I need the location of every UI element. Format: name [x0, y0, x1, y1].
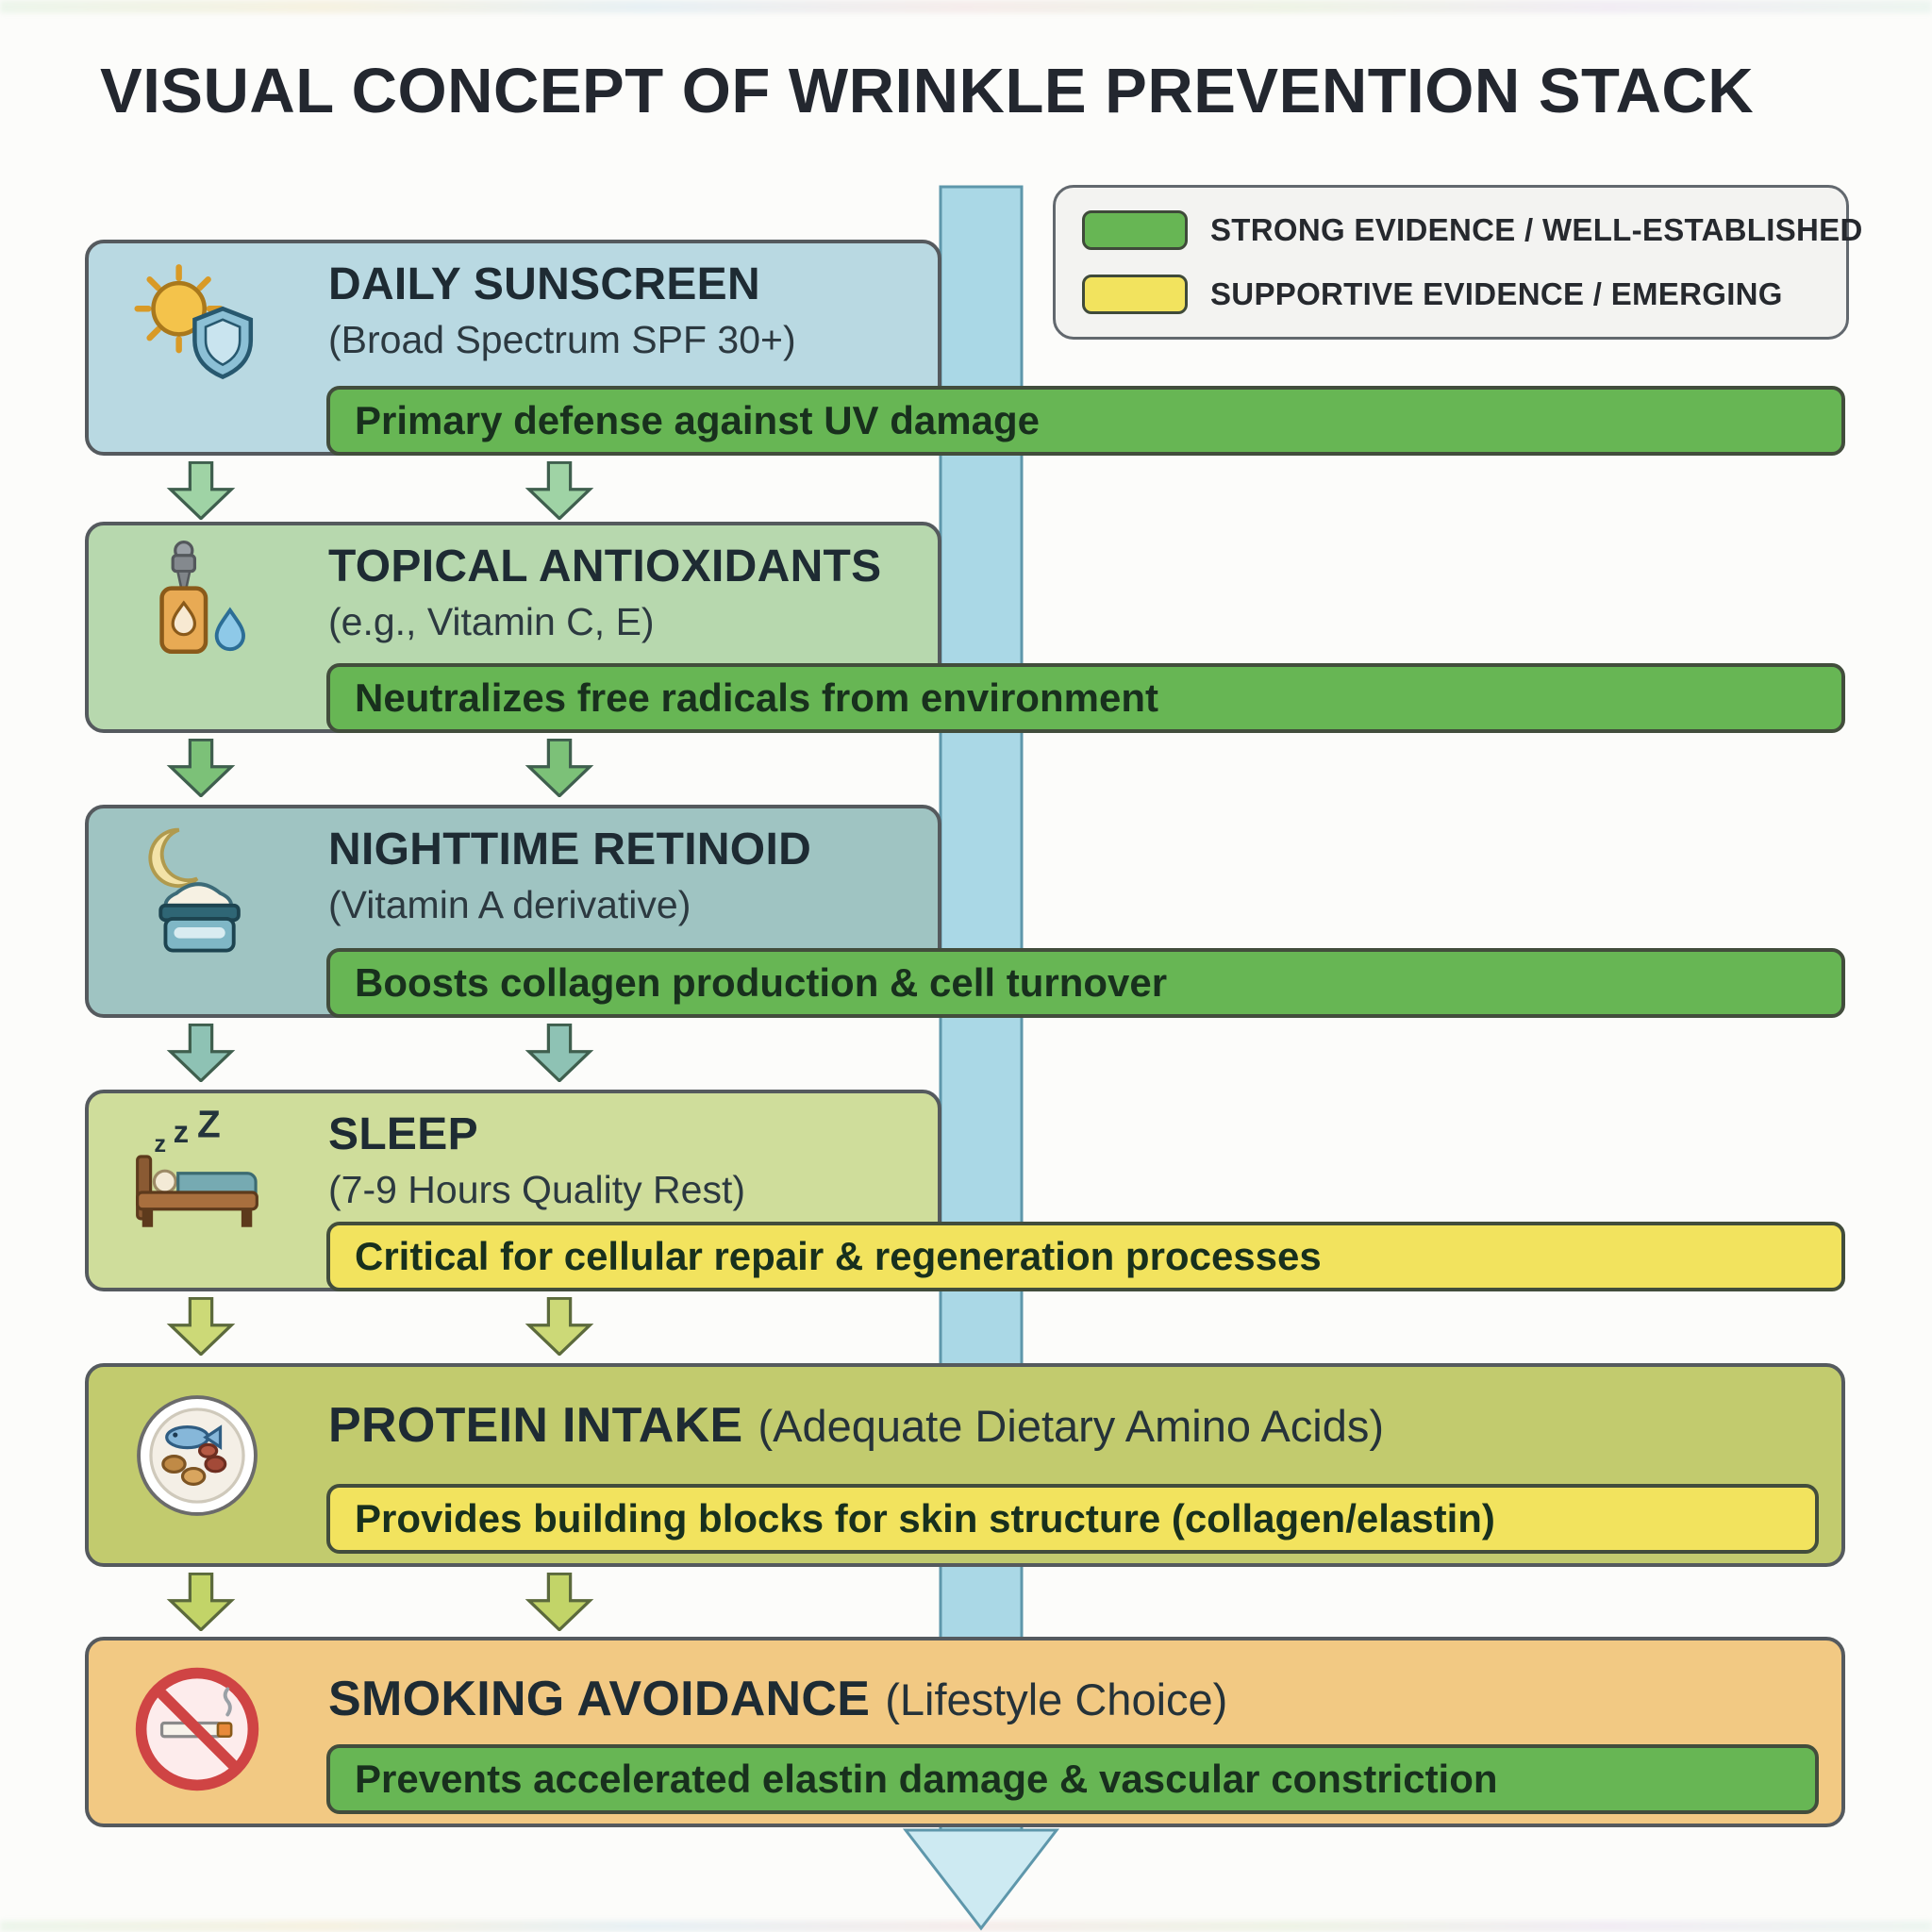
step-subtitle: (e.g., Vitamin C, E): [328, 600, 655, 643]
step-protein-intake: PROTEIN INTAKE (Adequate Dietary Amino Ac…: [85, 1363, 1845, 1567]
banner-text: Prevents accelerated elastin damage & va…: [355, 1757, 1498, 1801]
down-arrow-icon: [525, 739, 594, 797]
legend-row-supportive: SUPPORTIVE EVIDENCE / EMERGING: [1082, 275, 1820, 314]
legend-label: STRONG EVIDENCE / WELL-ESTABLISHED: [1210, 212, 1863, 247]
down-arrow-icon: [166, 739, 236, 797]
step-title: SLEEP: [328, 1109, 478, 1159]
flow-gap-2: [85, 737, 1845, 801]
sleep-bed-icon: z z Z: [108, 1103, 287, 1246]
step-title: PROTEIN INTAKE: [328, 1398, 743, 1453]
down-arrow-icon: [166, 461, 236, 520]
strong-evidence-swatch: [1082, 210, 1188, 250]
banner-text: Neutralizes free radicals from environme…: [355, 675, 1158, 720]
step-subtitle: (Adequate Dietary Amino Acids): [758, 1401, 1385, 1451]
protein-plate-icon: [108, 1384, 287, 1527]
sun-shield-icon: [108, 253, 287, 396]
step-topical-antioxidants: TOPICAL ANTIOXIDANTS (e.g., Vitamin C, E…: [85, 522, 1845, 733]
down-arrow-icon: [166, 1024, 236, 1082]
svg-text:Z: Z: [197, 1108, 221, 1146]
banner-text: Boosts collagen production & cell turnov…: [355, 960, 1168, 1005]
down-arrow-icon: [525, 461, 594, 520]
down-arrow-icon: [166, 1297, 236, 1356]
page-title: VISUAL CONCEPT OF WRINKLE PREVENTION STA…: [100, 56, 1755, 126]
flow-gap-5: [85, 1571, 1845, 1633]
step-subtitle: (Vitamin A derivative): [328, 883, 691, 926]
supportive-evidence-swatch: [1082, 275, 1188, 314]
legend-row-strong: STRONG EVIDENCE / WELL-ESTABLISHED: [1082, 210, 1862, 250]
down-arrow-icon: [166, 1573, 236, 1631]
flow-gap-4: [85, 1295, 1845, 1359]
banner-text: Provides building blocks for skin struct…: [355, 1496, 1495, 1541]
evidence-banner-strong: Prevents accelerated elastin damage & va…: [326, 1744, 1819, 1814]
legend-label: SUPPORTIVE EVIDENCE / EMERGING: [1210, 276, 1783, 311]
step-title: TOPICAL ANTIOXIDANTS: [328, 541, 882, 591]
evidence-banner-supportive: Provides building blocks for skin struct…: [326, 1484, 1819, 1554]
moon-cream-jar-icon: [108, 818, 287, 961]
no-smoking-icon: [108, 1657, 287, 1801]
top-edge-artifact: [0, 0, 1932, 13]
flow-gap-1: [85, 459, 1845, 520]
step-title: SMOKING AVOIDANCE: [328, 1672, 871, 1726]
down-arrow-icon: [525, 1297, 594, 1356]
step-nighttime-retinoid: NIGHTTIME RETINOID (Vitamin A derivative…: [85, 805, 1845, 1018]
bottom-edge-artifact: [0, 1921, 1932, 1932]
step-daily-sunscreen: DAILY SUNSCREEN (Broad Spectrum SPF 30+)…: [85, 240, 1845, 456]
down-arrow-icon: [525, 1024, 594, 1082]
step-title: DAILY SUNSCREEN: [328, 259, 760, 309]
step-subtitle: (Broad Spectrum SPF 30+): [328, 318, 796, 361]
evidence-legend: STRONG EVIDENCE / WELL-ESTABLISHED SUPPO…: [1053, 185, 1862, 340]
down-arrow-icon: [525, 1573, 594, 1631]
evidence-banner-strong: Boosts collagen production & cell turnov…: [326, 948, 1845, 1018]
svg-text:z: z: [174, 1114, 189, 1149]
banner-text: Critical for cellular repair & regenerat…: [355, 1234, 1322, 1278]
serum-dropper-icon: [108, 535, 287, 678]
banner-text: Primary defense against UV damage: [355, 398, 1040, 442]
step-subtitle: (7-9 Hours Quality Rest): [328, 1168, 746, 1211]
flow-gap-3: [85, 1022, 1845, 1086]
evidence-banner-strong: Primary defense against UV damage: [326, 386, 1845, 456]
step-subtitle: (Lifestyle Choice): [885, 1674, 1228, 1724]
evidence-banner-strong: Neutralizes free radicals from environme…: [326, 663, 1845, 733]
step-sleep: z z Z SLEEP (7-9 Hours Quality Rest) Cri…: [85, 1090, 1845, 1291]
evidence-banner-supportive: Critical for cellular repair & regenerat…: [326, 1222, 1845, 1291]
step-title: NIGHTTIME RETINOID: [328, 824, 812, 874]
step-smoking-avoidance: SMOKING AVOIDANCE (Lifestyle Choice) Prev…: [85, 1637, 1845, 1827]
svg-text:z: z: [154, 1131, 166, 1158]
